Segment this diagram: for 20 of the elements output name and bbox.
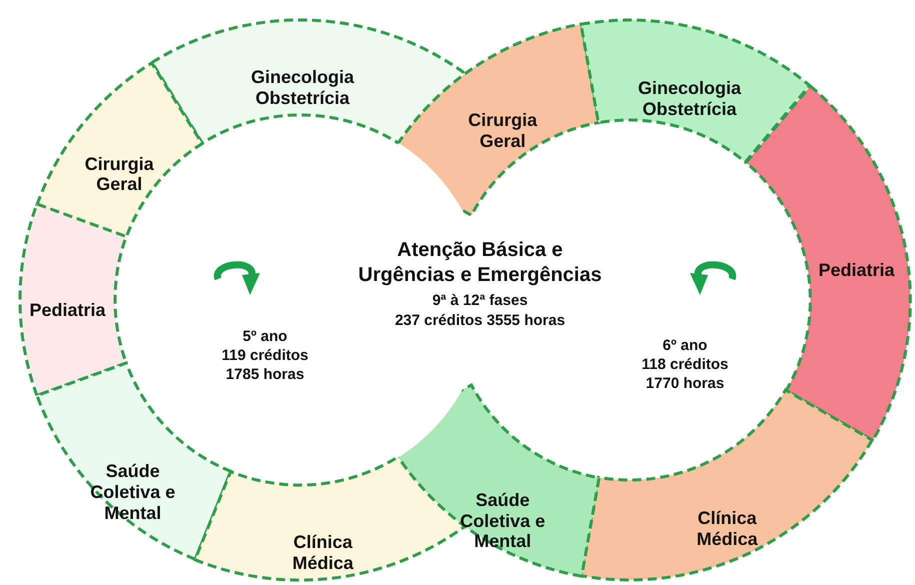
- segment-label: Saúde Coletiva e Mental: [459, 490, 546, 552]
- segment-label: Saúde Coletiva e Mental: [89, 461, 176, 524]
- ring-segment: [579, 388, 874, 582]
- segment-label: Cirurgia Geral: [467, 110, 538, 152]
- segment-label: Clínica Médica: [696, 508, 759, 550]
- center-title: Atenção Básica e Urgências e Emergências: [357, 238, 603, 288]
- segment-label: Ginecologia Obstetrícia: [637, 78, 742, 120]
- segment-label: Clínica Médica: [291, 532, 354, 574]
- segment-label: Cirurgia Geral: [84, 154, 155, 196]
- info-text: 9ª à 12ª fases: [431, 292, 529, 311]
- info-text: 237 créditos 3555 horas: [394, 312, 566, 331]
- segment-label: Pediatria: [817, 260, 896, 281]
- ring-segment: [579, 18, 812, 164]
- info-text: 5º ano 119 créditos 1785 horas: [220, 328, 310, 384]
- ring-segment: [18, 202, 128, 398]
- ring-segment: [744, 84, 912, 442]
- ring-segment: [34, 60, 204, 239]
- info-text: 6º ano 118 créditos 1770 horas: [640, 337, 730, 394]
- segment-label: Pediatria: [28, 300, 107, 321]
- segment-label: Ginecologia Obstetrícia: [250, 67, 356, 108]
